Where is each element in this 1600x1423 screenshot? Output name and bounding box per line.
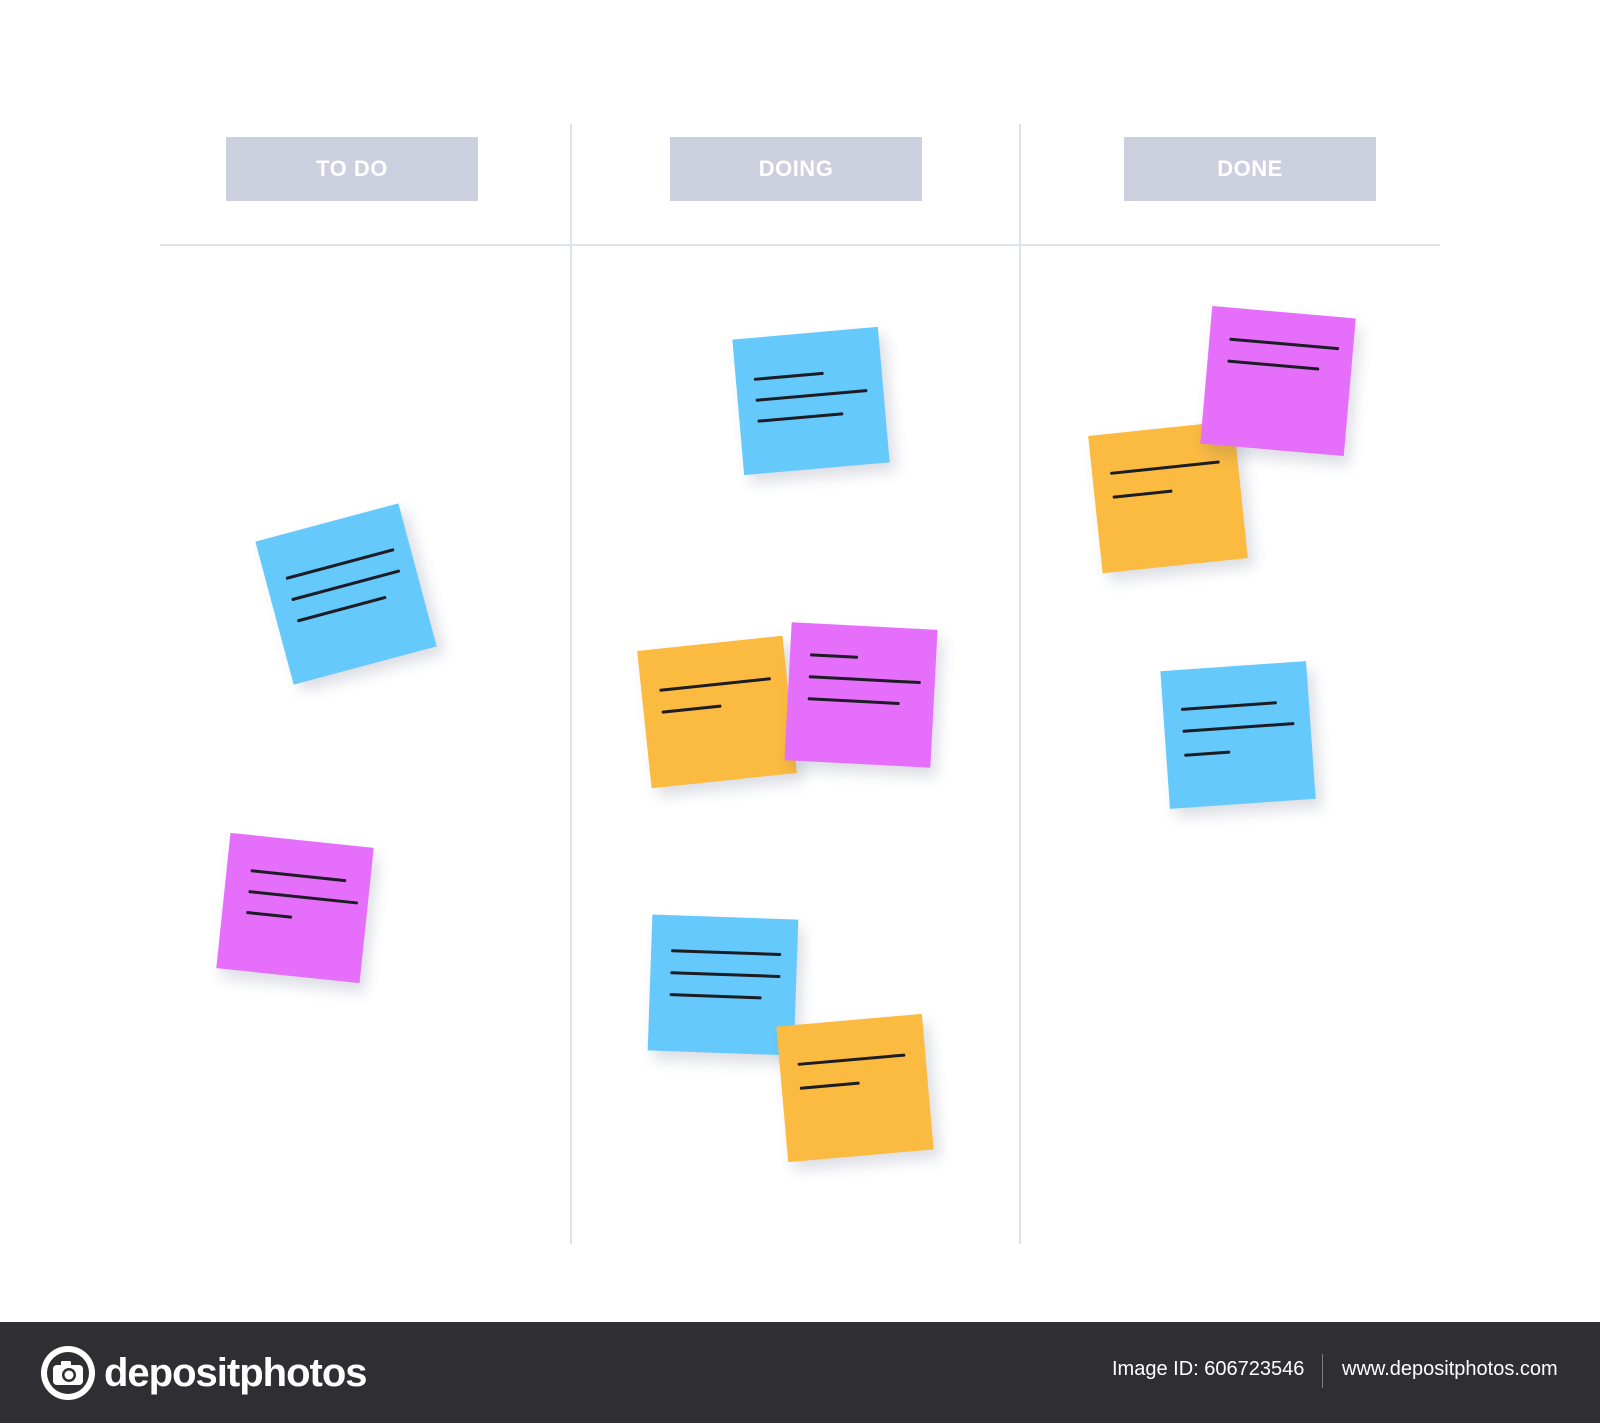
footer-divider [1322, 1354, 1323, 1388]
note-text-line [250, 869, 347, 883]
note-text-line [808, 675, 921, 685]
brand-logo[interactable]: depositphotos [40, 1346, 368, 1400]
sticky-note[interactable] [776, 1013, 934, 1163]
note-text-line [246, 910, 293, 919]
sticky-note[interactable] [216, 832, 374, 984]
note-text-line [671, 949, 782, 957]
camera-icon [41, 1346, 95, 1400]
note-text-line [807, 697, 900, 706]
note-text-line [755, 389, 868, 402]
sticky-note[interactable] [637, 635, 797, 789]
note-text-line [809, 653, 859, 659]
note-text-line [1182, 722, 1295, 733]
column-divider [1019, 124, 1021, 1244]
site-url-link[interactable]: www.depositphotos.com [1342, 1358, 1558, 1380]
note-text-line [659, 677, 771, 692]
note-text-line [1110, 460, 1220, 475]
header-divider [160, 244, 1440, 246]
brand-name: depositphotos [104, 1350, 368, 1395]
note-text-line [1180, 701, 1277, 711]
note-text-line [669, 993, 762, 1000]
note-text-line [1227, 359, 1320, 371]
column-header-doing: DOING [670, 137, 922, 201]
column-header-to-do: TO DO [226, 137, 478, 201]
note-text-line [248, 890, 359, 905]
note-text-line [1112, 489, 1173, 499]
sticky-note[interactable] [255, 503, 437, 685]
column-divider [570, 124, 572, 1244]
sticky-note[interactable] [1200, 305, 1356, 457]
sticky-note[interactable] [647, 914, 799, 1056]
note-text-line [799, 1081, 860, 1090]
note-text-line [1229, 337, 1340, 351]
note-text-line [757, 412, 844, 423]
kanban-board: TO DO DOING DONE [160, 124, 1440, 1244]
note-text-line [670, 971, 781, 978]
note-text-line [753, 371, 824, 381]
sticky-note[interactable] [1160, 661, 1316, 809]
sticky-note[interactable] [784, 622, 938, 768]
image-id-label: Image ID: 606723546 [1112, 1358, 1305, 1380]
note-text-line [661, 704, 722, 714]
column-header-done: DONE [1124, 137, 1376, 201]
note-text-line [1184, 750, 1231, 757]
sticky-note[interactable] [732, 326, 890, 476]
note-text-line [797, 1053, 906, 1066]
stock-footer-bar: depositphotos Image ID: 606723546 www.de… [0, 1322, 1600, 1423]
note-text-line [296, 595, 387, 623]
